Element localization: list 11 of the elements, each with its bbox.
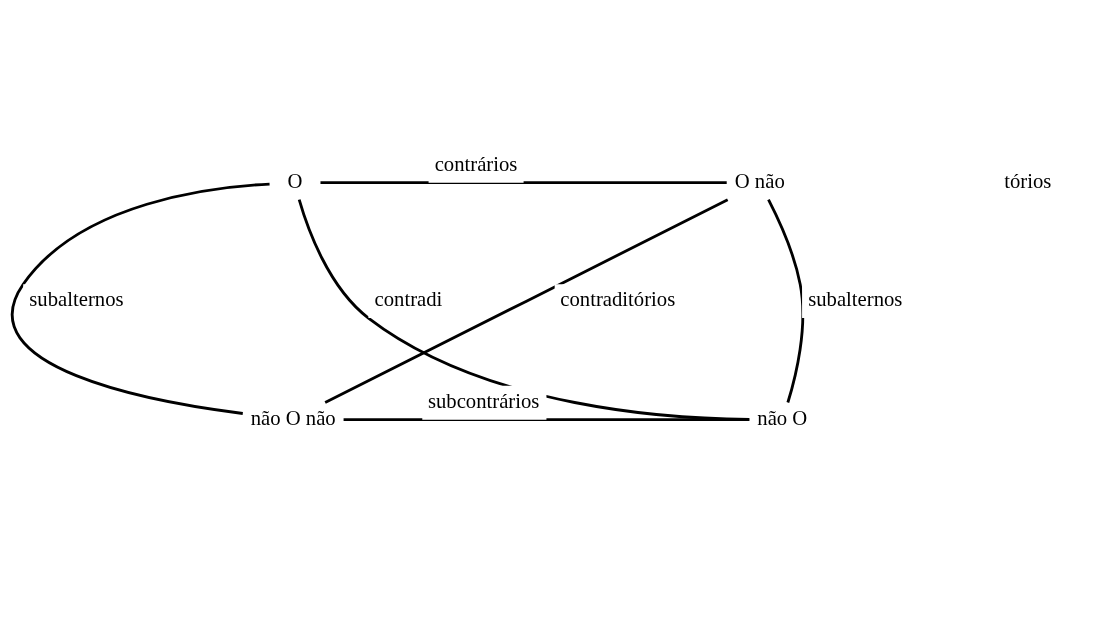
edge-label: contraditórios: [560, 287, 676, 310]
edge-label: subcontrários: [427, 389, 540, 412]
edge-label: contrários: [434, 152, 518, 175]
node-text: O não: [734, 169, 785, 192]
edge-label: subalternos: [808, 287, 903, 310]
node-text: não O: [757, 406, 808, 429]
edge-label: contradi: [374, 287, 443, 310]
node-text: O: [287, 169, 303, 192]
edge-label: subalternos: [29, 287, 124, 310]
node-text: não O não: [250, 406, 336, 429]
label: tórios: [1004, 169, 1052, 192]
